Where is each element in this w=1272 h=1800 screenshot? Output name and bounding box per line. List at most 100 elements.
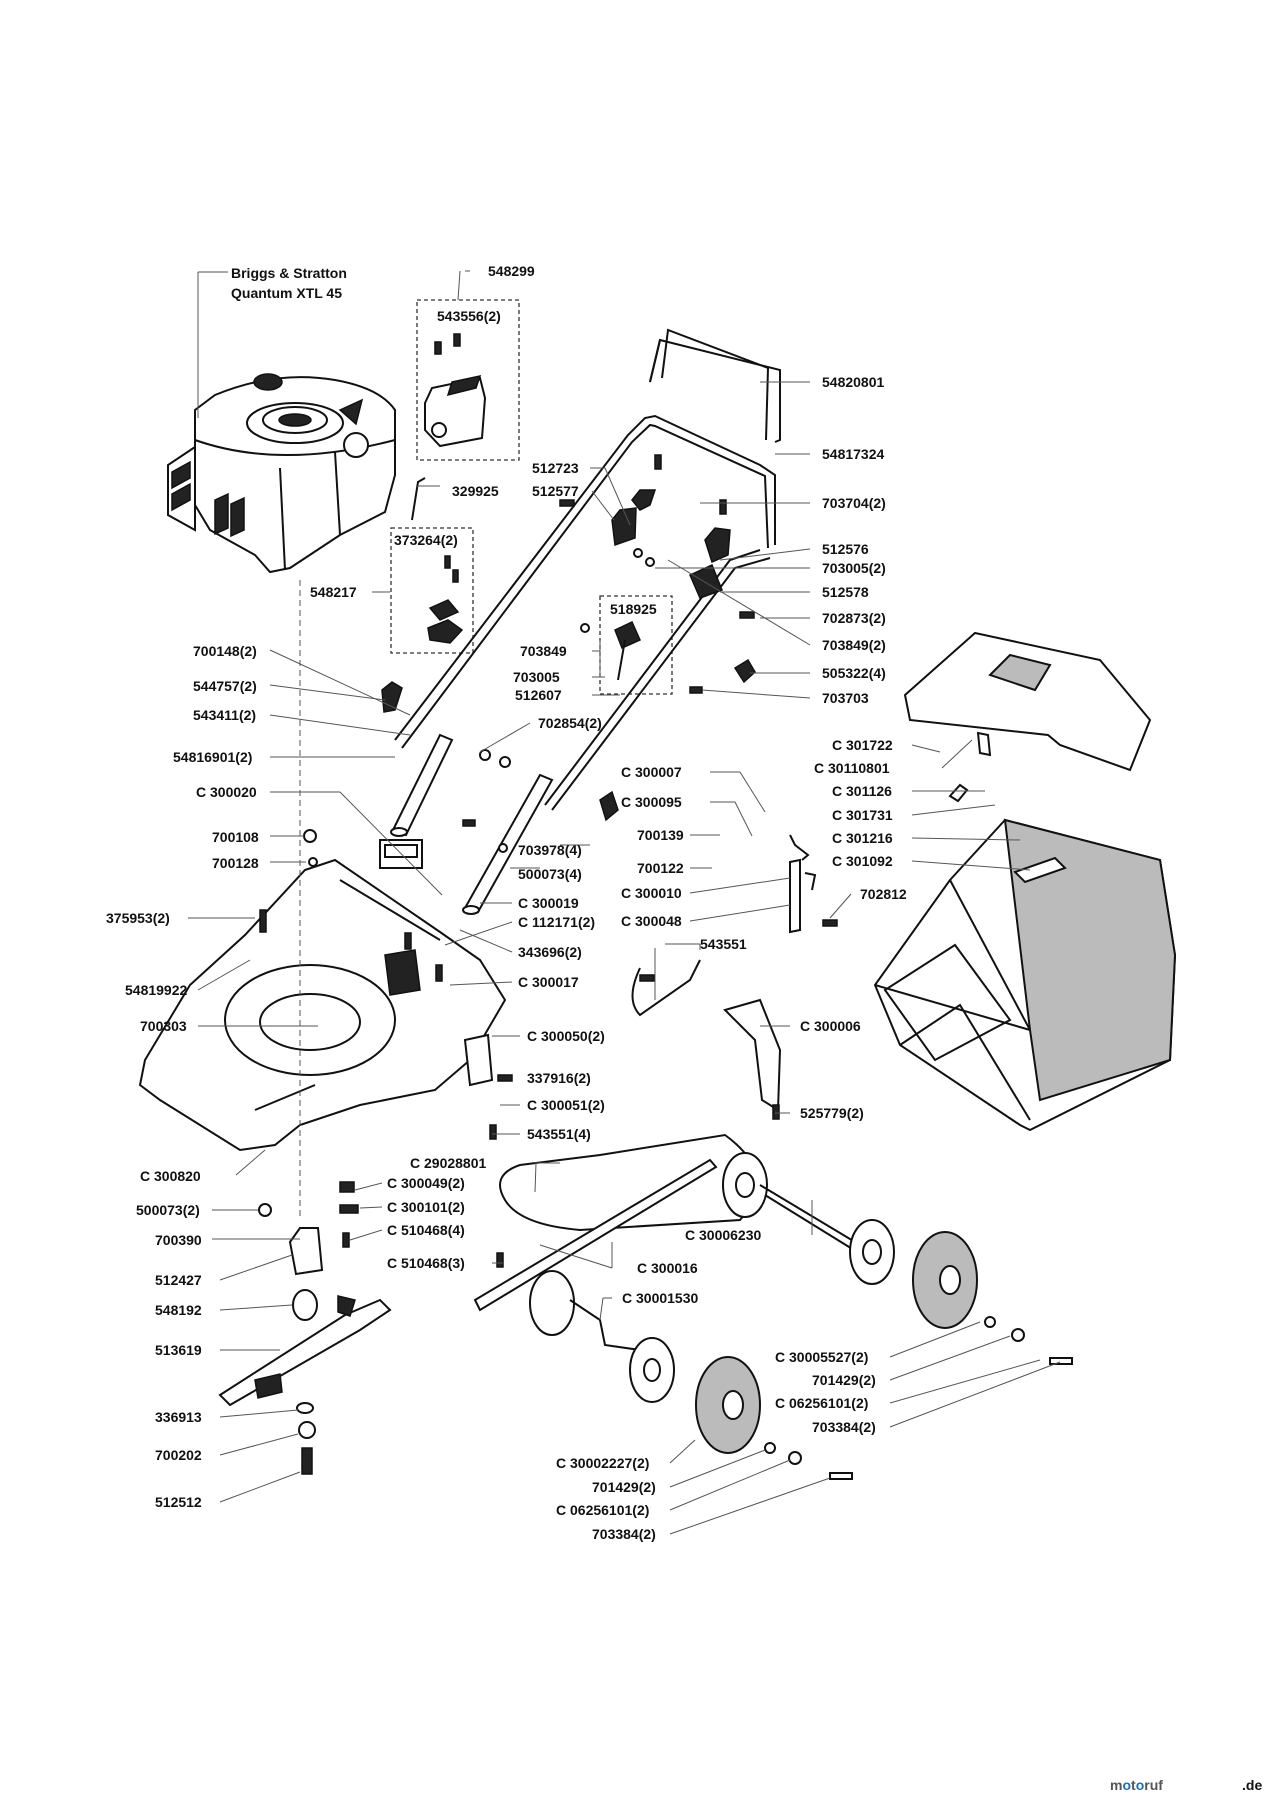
part-label: 329925 xyxy=(452,483,499,499)
part-label: C 300020 xyxy=(196,784,257,800)
part-label: 543551 xyxy=(700,936,747,952)
part-label: 512607 xyxy=(515,687,562,703)
part-label: C 300048 xyxy=(621,913,682,929)
clamp-parts-drawing xyxy=(381,489,756,822)
part-label: 512512 xyxy=(155,1494,202,1510)
part-number-labels: 548299 543556(2) 329925 373264(2) 548217… xyxy=(106,263,907,1542)
part-label: 373264(2) xyxy=(394,532,458,548)
part-label: 54820801 xyxy=(822,374,885,390)
part-label: C 29028801 xyxy=(410,1155,487,1171)
part-label: 525779(2) xyxy=(800,1105,864,1121)
part-label: C 300010 xyxy=(621,885,682,901)
part-label: C 30110801 xyxy=(814,760,890,776)
part-label: 375953(2) xyxy=(106,910,170,926)
part-label: C 06256101(2) xyxy=(775,1395,868,1411)
part-label: 703704(2) xyxy=(822,495,886,511)
part-label: 500073(2) xyxy=(136,1202,200,1218)
part-label: 343696(2) xyxy=(518,944,582,960)
part-label: C 510468(4) xyxy=(387,1222,465,1238)
group-box-548217 xyxy=(390,527,474,654)
part-label: 703005(2) xyxy=(822,560,886,576)
axle-wheels-drawing xyxy=(473,1152,1073,1480)
fastener-drawings xyxy=(258,454,992,1268)
part-label: 512427 xyxy=(155,1272,202,1288)
part-label: 548217 xyxy=(310,584,357,600)
part-label: C 300050(2) xyxy=(527,1028,605,1044)
part-label: C 06256101(2) xyxy=(556,1502,649,1518)
part-label: 336913 xyxy=(155,1409,202,1425)
part-label: C 301731 xyxy=(832,807,893,823)
part-label: 703849 xyxy=(520,643,567,659)
part-label: 54819922 xyxy=(125,982,188,998)
part-label: C 301092 xyxy=(832,853,893,869)
part-label: 512576 xyxy=(822,541,869,557)
part-label: C 30006230 xyxy=(685,1227,762,1243)
part-label: 518925 xyxy=(610,601,657,617)
engine-label-line2: Quantum XTL 45 xyxy=(231,285,342,301)
part-label: C 510468(3) xyxy=(387,1255,465,1271)
part-label: 700303 xyxy=(140,1018,187,1034)
part-label: 703384(2) xyxy=(592,1526,656,1542)
part-label: 513619 xyxy=(155,1342,202,1358)
part-label: C 300016 xyxy=(637,1260,698,1276)
part-label: 700390 xyxy=(155,1232,202,1248)
part-label: C 300820 xyxy=(140,1168,201,1184)
part-label: 543556(2) xyxy=(437,308,501,324)
part-label: 702812 xyxy=(860,886,907,902)
part-label: 703703 xyxy=(822,690,869,706)
part-label: 548299 xyxy=(488,263,535,279)
part-label: C 301722 xyxy=(832,737,893,753)
part-label: 700148(2) xyxy=(193,643,257,659)
part-label: C 301126 xyxy=(832,783,892,799)
part-label: C 301216 xyxy=(832,830,893,846)
mower-deck-drawing xyxy=(138,839,507,1152)
throttle-assembly-drawing xyxy=(411,333,487,521)
part-label: 703384(2) xyxy=(812,1419,876,1435)
part-label: 703005 xyxy=(513,669,560,685)
part-label: 337916(2) xyxy=(527,1070,591,1086)
handle-drawing xyxy=(390,328,781,915)
part-label: 512723 xyxy=(532,460,579,476)
part-label: 700202 xyxy=(155,1447,202,1463)
engine-label-line1: Briggs & Stratton xyxy=(231,265,347,281)
part-label: C 30001530 xyxy=(622,1290,699,1306)
choke-parts-drawing xyxy=(427,555,464,644)
part-label: C 300019 xyxy=(518,895,579,911)
watermark-logo: motoruf .de xyxy=(1110,1777,1262,1793)
part-label: 548192 xyxy=(155,1302,202,1318)
part-label: C 30002227(2) xyxy=(556,1455,649,1471)
part-label: 701429(2) xyxy=(812,1372,876,1388)
part-label: 702873(2) xyxy=(822,610,886,626)
part-label: C 300007 xyxy=(621,764,682,780)
part-label: C 300049(2) xyxy=(387,1175,465,1191)
part-label: 700122 xyxy=(637,860,684,876)
grass-collector-drawing xyxy=(873,631,1177,1132)
part-label: 703849(2) xyxy=(822,637,886,653)
part-label: C 300101(2) xyxy=(387,1199,465,1215)
part-label: 700108 xyxy=(212,829,259,845)
part-label: C 300017 xyxy=(518,974,579,990)
watermark-suffix: .de xyxy=(1242,1777,1262,1793)
part-label: C 300095 xyxy=(621,794,682,810)
part-label: 543411(2) xyxy=(193,707,256,723)
watermark-main: motoruf xyxy=(1110,1777,1163,1793)
part-label: 700128 xyxy=(212,855,259,871)
part-label: C 112171(2) xyxy=(518,914,595,930)
part-label: 505322(4) xyxy=(822,665,886,681)
part-label: 512578 xyxy=(822,584,869,600)
flap-drawing xyxy=(631,858,801,1112)
part-label: 700139 xyxy=(637,827,684,843)
part-label: 543551(4) xyxy=(527,1126,591,1142)
part-label: 54816901(2) xyxy=(173,749,252,765)
part-label: C 300006 xyxy=(800,1018,861,1034)
part-label: 702854(2) xyxy=(538,715,602,731)
blade-stack-drawing xyxy=(218,1227,392,1475)
engine-drawing xyxy=(167,373,396,574)
leader-lines xyxy=(188,270,1061,1535)
part-label: C 300051(2) xyxy=(527,1097,605,1113)
engine-label: Briggs & Stratton Quantum XTL 45 xyxy=(231,265,347,301)
part-label: 544757(2) xyxy=(193,678,257,694)
part-label: 512577 xyxy=(532,483,579,499)
part-label: 701429(2) xyxy=(592,1479,656,1495)
